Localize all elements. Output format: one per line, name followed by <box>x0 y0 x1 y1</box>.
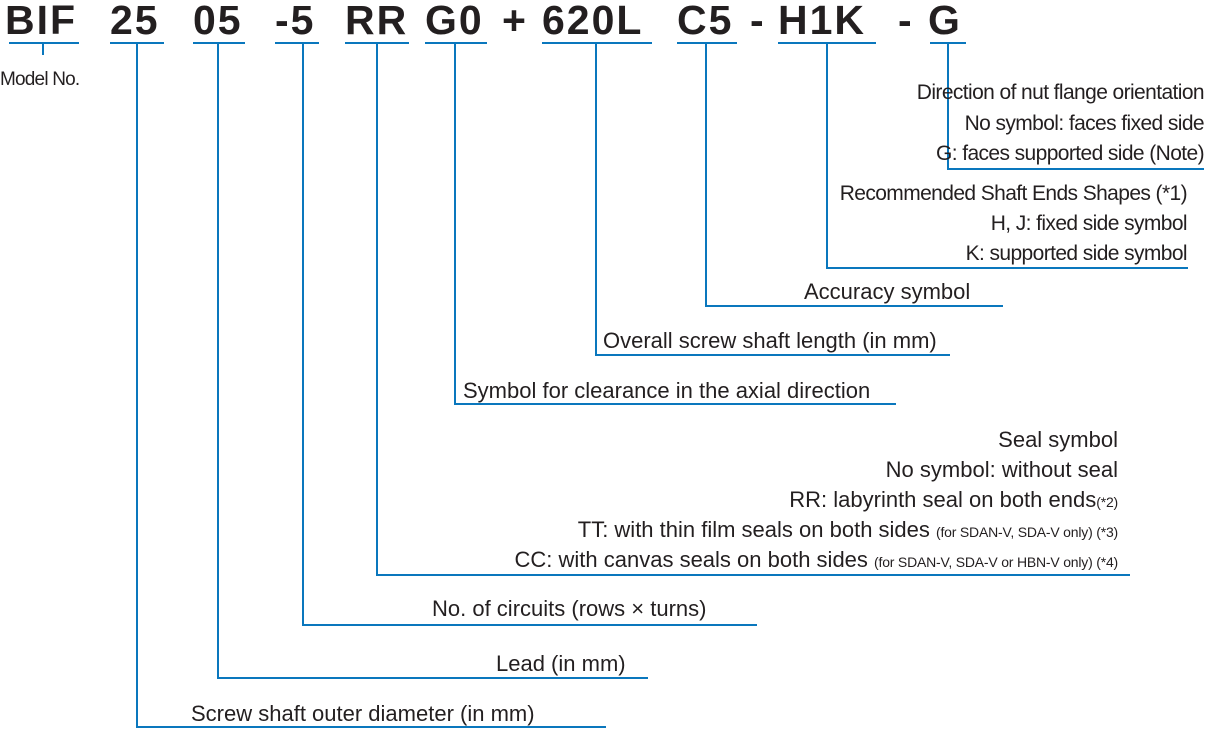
code-series: BIF <box>5 0 78 43</box>
baseline-shaft-ends <box>826 267 1188 269</box>
underline-series <box>9 42 79 44</box>
label-seal-line4-note: (for SDAN-V, SDA-V or HBN-V only) <box>874 554 1093 570</box>
label-shaft-ends-line1: H, J: fixed side symbol <box>990 212 1188 235</box>
label-seal-line2-note: (*2) <box>1096 494 1118 510</box>
code-clearance: G0 <box>425 0 484 43</box>
code-nut-direction: G <box>928 0 962 43</box>
code-dash-2: - <box>898 0 914 43</box>
leader-outer-diameter <box>136 43 138 728</box>
label-seal-line2: RR: labyrinth seal on both ends(*2) <box>789 487 1118 515</box>
label-clearance: Symbol for clearance in the axial direct… <box>463 378 871 403</box>
label-shaft-ends-title: Recommended Shaft Ends Shapes (*1) <box>839 182 1188 205</box>
baseline-seal <box>376 574 1130 576</box>
label-shaft-ends-line2: K: supported side symbol <box>965 242 1188 265</box>
leader-model-no <box>42 43 44 55</box>
underline-length <box>542 42 652 44</box>
baseline-overall-length <box>595 354 950 356</box>
label-seal-line2-main: RR: labyrinth seal on both ends <box>789 487 1097 512</box>
label-outer-diameter: Screw shaft outer diameter (in mm) <box>191 701 535 726</box>
underline-clearance <box>425 42 487 44</box>
code-shaft-ends: H1K <box>778 0 867 43</box>
underline-lead <box>193 42 245 44</box>
leader-circuits <box>302 43 304 626</box>
label-seal-line1: No symbol: without seal <box>885 457 1118 482</box>
label-nut-direction-line1: No symbol: faces fixed side <box>964 112 1205 135</box>
leader-lead <box>217 43 219 679</box>
leader-overall-length <box>595 43 597 356</box>
label-seal-line4: CC: with canvas seals on both sides (for… <box>514 547 1119 575</box>
code-lead: 05 <box>193 0 243 43</box>
code-length: 620L <box>542 0 644 43</box>
label-accuracy: Accuracy symbol <box>804 279 971 304</box>
label-seal-line3-ref: (*3) <box>1092 524 1118 540</box>
leader-nut-direction <box>947 43 949 170</box>
code-accuracy: C5 <box>677 0 734 43</box>
label-nut-direction-title: Direction of nut flange orientation <box>916 81 1205 104</box>
label-model-no: Model No. <box>0 69 80 90</box>
code-seal: RR <box>345 0 409 43</box>
code-dash-1: - <box>750 0 766 43</box>
label-seal-title: Seal symbol <box>998 427 1118 452</box>
baseline-outer-diameter <box>136 726 606 728</box>
label-seal-line4-main: CC: with canvas seals on both sides <box>514 547 868 572</box>
baseline-accuracy <box>705 305 1003 307</box>
label-seal-line4-ref: (*4) <box>1092 554 1118 570</box>
code-circuits: -5 <box>275 0 316 43</box>
label-seal-line3-note: (for SDAN-V, SDA-V only) <box>936 524 1093 540</box>
label-circuits: No. of circuits (rows × turns) <box>432 596 707 621</box>
label-overall-length: Overall screw shaft length (in mm) <box>603 328 937 353</box>
leader-seal <box>376 43 378 576</box>
leader-accuracy <box>705 43 707 307</box>
label-nut-direction-line2: G: faces supported side (Note) <box>936 142 1205 165</box>
code-plus: + <box>502 0 528 43</box>
label-seal-line3: TT: with thin film seals on both sides (… <box>578 517 1118 545</box>
baseline-circuits <box>302 624 757 626</box>
baseline-nut-direction <box>947 168 1204 170</box>
label-seal-line3-main: TT: with thin film seals on both sides <box>577 517 930 542</box>
code-diameter: 25 <box>110 0 160 43</box>
leader-shaft-ends <box>826 43 828 269</box>
label-lead: Lead (in mm) <box>496 651 626 676</box>
leader-clearance <box>454 43 456 405</box>
underline-accuracy <box>677 42 737 44</box>
underline-circuits <box>275 42 319 44</box>
baseline-clearance <box>454 403 896 405</box>
baseline-lead <box>217 677 648 679</box>
